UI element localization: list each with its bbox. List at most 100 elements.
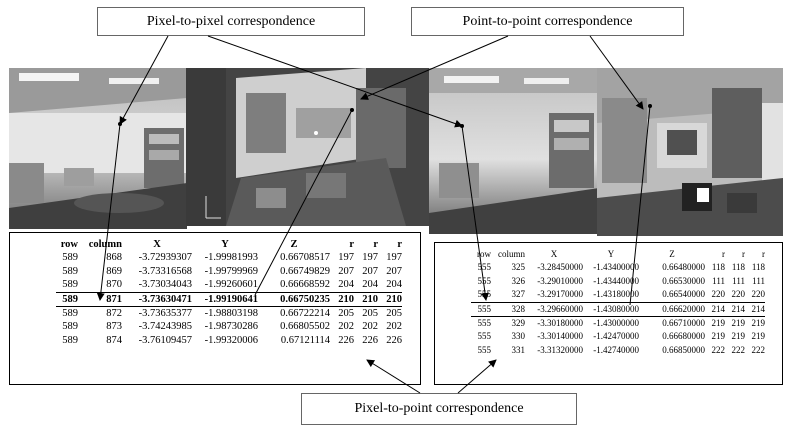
col-header: X bbox=[550, 249, 558, 259]
col-header: Z bbox=[669, 249, 675, 259]
table-cell: 873 bbox=[106, 321, 122, 333]
table-row: 589 870 -3.73034043 -1.99260601 0.666685… bbox=[56, 278, 402, 293]
table-cell: 0.66530000 bbox=[662, 275, 705, 286]
table-cell: 0.66710000 bbox=[662, 318, 705, 329]
table-cell: 202 bbox=[386, 321, 402, 333]
table-cell: 118 bbox=[731, 262, 745, 273]
arrow-point-to-point-right bbox=[589, 35, 644, 110]
table-cell: 328 bbox=[491, 302, 525, 318]
table-cell: -3.29010000 bbox=[537, 275, 583, 286]
table-cell: 222 bbox=[711, 344, 726, 355]
table-row: 589 873 -3.74243985 -1.98730286 0.668055… bbox=[56, 320, 402, 333]
table-cell: 197 bbox=[338, 252, 354, 264]
col-header: r bbox=[762, 249, 765, 259]
table-cell: -3.73635377 bbox=[138, 308, 192, 320]
point-marker bbox=[350, 108, 354, 112]
table-cell: 0.66680000 bbox=[662, 331, 705, 342]
table-cell: 197 bbox=[386, 252, 402, 264]
table-cell: 214 bbox=[745, 302, 765, 318]
arrow-cloud-to-left-table bbox=[254, 109, 353, 296]
col-header: Y bbox=[221, 239, 229, 250]
table-cell: 555 bbox=[477, 275, 492, 286]
arrow-camera-to-right-table bbox=[461, 125, 490, 301]
table-cell: 330 bbox=[511, 331, 526, 342]
table-cell: 202 bbox=[338, 321, 354, 333]
highlighted-table-row: 589 871 -3.73630471 -1.99190641 0.667502… bbox=[56, 292, 402, 308]
table-cell: -3.31320000 bbox=[537, 344, 583, 355]
table-cell: 331 bbox=[511, 344, 526, 355]
table-row: 589 868 -3.72939307 -1.99981993 0.667085… bbox=[56, 251, 402, 264]
table-cell: 204 bbox=[354, 278, 378, 293]
camera-image-left bbox=[9, 68, 187, 229]
table-row: 555 325 -3.28450000 -1.43400000 0.664800… bbox=[471, 261, 766, 274]
col-header: column bbox=[498, 249, 525, 259]
point-cloud-left bbox=[186, 68, 431, 226]
camera-image-right bbox=[429, 68, 599, 234]
col-header: row bbox=[477, 249, 491, 259]
table-cell: 589 bbox=[62, 321, 78, 333]
table-cell: 207 bbox=[386, 265, 402, 277]
table-cell: 329 bbox=[511, 318, 526, 329]
table-cell: 219 bbox=[711, 318, 726, 329]
table-cell: -1.43080000 bbox=[583, 302, 639, 318]
table-cell: 555 bbox=[477, 318, 492, 329]
highlighted-table-row: 555 328 -3.29660000 -1.43080000 0.666200… bbox=[471, 302, 765, 318]
table-cell: 869 bbox=[106, 265, 122, 277]
left-data-table: row column X Y Z r r r 589 868 -3.729393… bbox=[9, 232, 421, 385]
point-to-point-label-text: Point-to-point correspondence bbox=[462, 13, 633, 29]
table-cell: 220 bbox=[705, 288, 725, 303]
point-marker bbox=[118, 122, 122, 126]
table-cell: -3.74243985 bbox=[138, 321, 192, 333]
left-table-header: row column X Y Z r r r bbox=[56, 238, 402, 251]
table-cell: -1.42470000 bbox=[593, 331, 639, 342]
arrow-pixel-to-pixel-left bbox=[119, 35, 169, 125]
table-cell: 326 bbox=[511, 275, 526, 286]
table-cell: 220 bbox=[745, 288, 765, 303]
col-header: r bbox=[722, 249, 725, 259]
table-cell: -3.76109457 bbox=[138, 334, 192, 346]
table-cell: 555 bbox=[477, 331, 492, 342]
table-cell: 325 bbox=[511, 262, 526, 273]
col-header: r bbox=[349, 239, 354, 250]
table-cell: 555 bbox=[477, 262, 492, 273]
table-cell: 870 bbox=[78, 278, 122, 293]
table-cell: -1.42740000 bbox=[593, 344, 639, 355]
table-cell: 555 bbox=[477, 344, 492, 355]
table-cell: -3.28450000 bbox=[537, 262, 583, 273]
point-marker bbox=[648, 104, 652, 108]
table-cell: 868 bbox=[106, 252, 122, 264]
table-cell: 111 bbox=[732, 275, 745, 286]
table-cell: 202 bbox=[362, 321, 378, 333]
table-cell: 205 bbox=[338, 308, 354, 320]
table-cell: -1.99190641 bbox=[192, 292, 258, 308]
table-cell: -1.43440000 bbox=[593, 275, 639, 286]
table-cell: 0.66850000 bbox=[662, 344, 705, 355]
table-cell: 0.66480000 bbox=[662, 262, 705, 273]
table-row: 555 326 -3.29010000 -1.43440000 0.665300… bbox=[471, 275, 766, 288]
table-cell: 219 bbox=[711, 331, 726, 342]
table-cell: -3.29660000 bbox=[525, 302, 583, 318]
table-cell: -3.29170000 bbox=[525, 288, 583, 303]
table-cell: 222 bbox=[731, 344, 746, 355]
arrow-camera-to-left-table bbox=[96, 123, 121, 301]
right-data-table: row column X Y Z r r r 555 325 -3.284500… bbox=[434, 242, 783, 385]
pixel-to-point-label: Pixel-to-point correspondence bbox=[301, 393, 577, 425]
pixel-to-pixel-label: Pixel-to-pixel correspondence bbox=[97, 7, 365, 36]
table-cell: 0.66722214 bbox=[280, 308, 330, 320]
col-header: r bbox=[373, 239, 378, 250]
table-cell: -1.98730286 bbox=[204, 321, 258, 333]
table-cell: 0.66708517 bbox=[280, 252, 330, 264]
table-cell: -1.98803198 bbox=[204, 308, 258, 320]
col-header: Z bbox=[290, 239, 298, 250]
table-cell: 210 bbox=[378, 292, 402, 308]
table-cell: -1.99320006 bbox=[204, 334, 258, 346]
point-to-point-label: Point-to-point correspondence bbox=[411, 7, 684, 36]
arrow-label-to-right-table bbox=[457, 359, 497, 394]
table-cell: 219 bbox=[751, 331, 766, 342]
arrow-label-to-left-table bbox=[366, 359, 421, 394]
table-cell: 226 bbox=[386, 334, 402, 346]
table-cell: 219 bbox=[751, 318, 766, 329]
table-cell: -3.73034043 bbox=[122, 278, 192, 293]
table-cell: 327 bbox=[491, 288, 525, 303]
table-cell: 111 bbox=[752, 275, 765, 286]
